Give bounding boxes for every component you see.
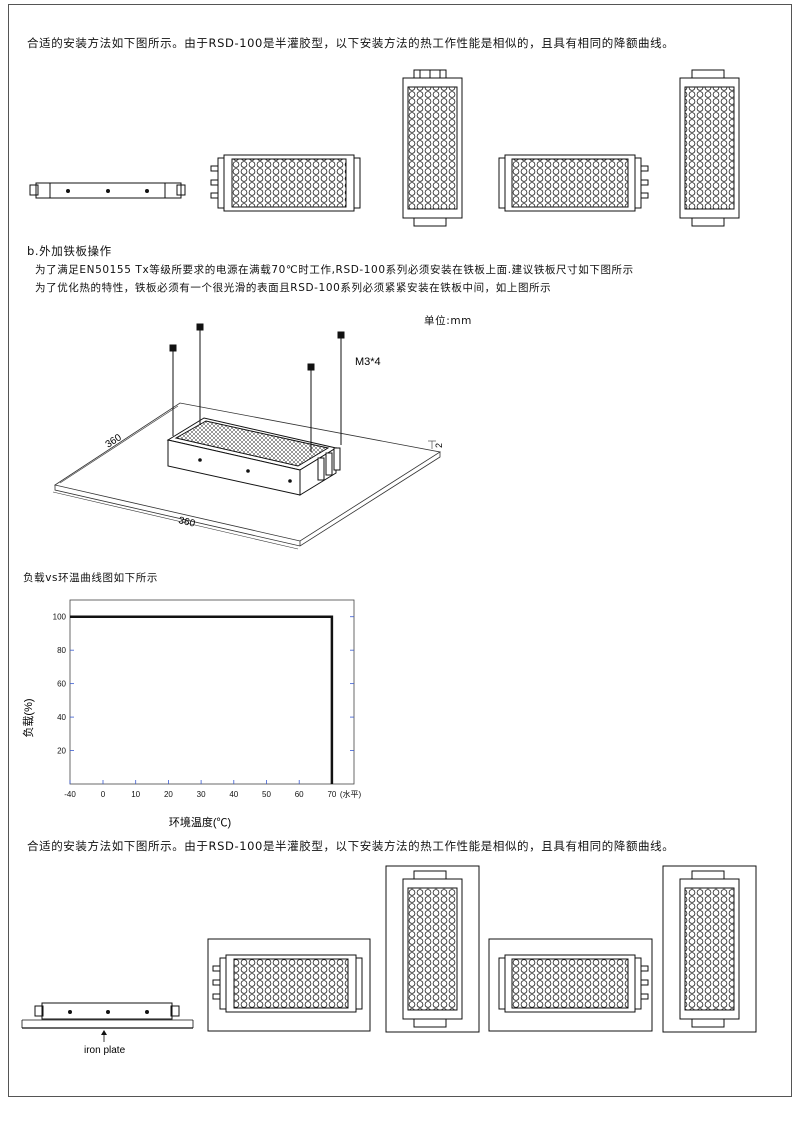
bottom-vertical-unit-a <box>385 865 480 1033</box>
chart-x-tick-label: 0 <box>101 790 106 799</box>
curve-section-title: 负载vs环温曲线图如下所示 <box>23 572 158 584</box>
section-b-title: b.外加铁板操作 <box>27 244 112 258</box>
width-dimension-label: 360 <box>177 515 196 530</box>
chart-x-tick-suffix: (水平) <box>340 789 362 799</box>
bottom-vertical-unit-b <box>662 865 757 1033</box>
unit-label: 单位:mm <box>424 315 472 327</box>
chart-x-tick-label: 20 <box>164 790 173 799</box>
intro-text: 合适的安装方法如下图所示。由于RSD-100是半灌胶型，以下安装方法的热工作性能… <box>27 36 675 50</box>
chart-x-tick-label: 60 <box>295 790 304 799</box>
derating-chart: -40 0 10 20 30 40 50 60 70 (水平) 20 40 60 80 100 <box>53 599 362 799</box>
chart-plot-area <box>69 599 355 785</box>
chart-y-tick-label: 60 <box>57 680 66 689</box>
chart-ylabel: 负载(%) <box>21 698 35 737</box>
iron-plate-drawing <box>52 323 442 550</box>
chart-series-line <box>70 615 334 784</box>
top-vertical-unit-a <box>402 69 463 227</box>
section-b-line2: 为了优化热的特性，铁板必须有一个很光滑的表面且RSD-100系列必须紧紧安装在铁… <box>35 282 552 294</box>
chart-y-tick-label: 20 <box>57 747 66 756</box>
bottom-horizontal-unit-a <box>207 938 371 1032</box>
chart-x-tick-label: 30 <box>197 790 206 799</box>
section-b-line1: 为了满足EN50155 Tx等级所要求的电源在满载70℃时工作,RSD-100系… <box>35 264 634 276</box>
chart-y-tick-label: 40 <box>57 713 66 722</box>
chart-x-tick-label: -40 <box>64 790 76 799</box>
chart-y-tick-label: 80 <box>57 646 66 655</box>
chart-x-tick-label: 50 <box>262 790 271 799</box>
iron-plate-label: iron plate <box>84 1045 126 1056</box>
page-frame <box>8 4 792 1097</box>
bottom-side-view-on-plate <box>21 1002 194 1042</box>
screw-label: M3*4 <box>355 356 381 368</box>
chart-x-tick-label: 40 <box>229 790 238 799</box>
top-horizontal-unit-b <box>498 154 649 212</box>
intro-text-2: 合适的安装方法如下图所示。由于RSD-100是半灌胶型，以下安装方法的热工作性能… <box>27 839 675 853</box>
top-horizontal-unit-a <box>210 154 361 212</box>
chart-x-tick-label: 10 <box>131 790 140 799</box>
chart-y-tick-label: 100 <box>53 613 67 622</box>
top-vertical-unit-b <box>679 69 740 227</box>
thickness-dimension-label: 2 <box>434 443 444 448</box>
bottom-horizontal-unit-b <box>488 938 653 1032</box>
chart-xlabel: 环境温度(℃) <box>169 815 231 829</box>
chart-x-tick-label: 70 <box>327 790 336 799</box>
top-side-view <box>29 182 186 199</box>
